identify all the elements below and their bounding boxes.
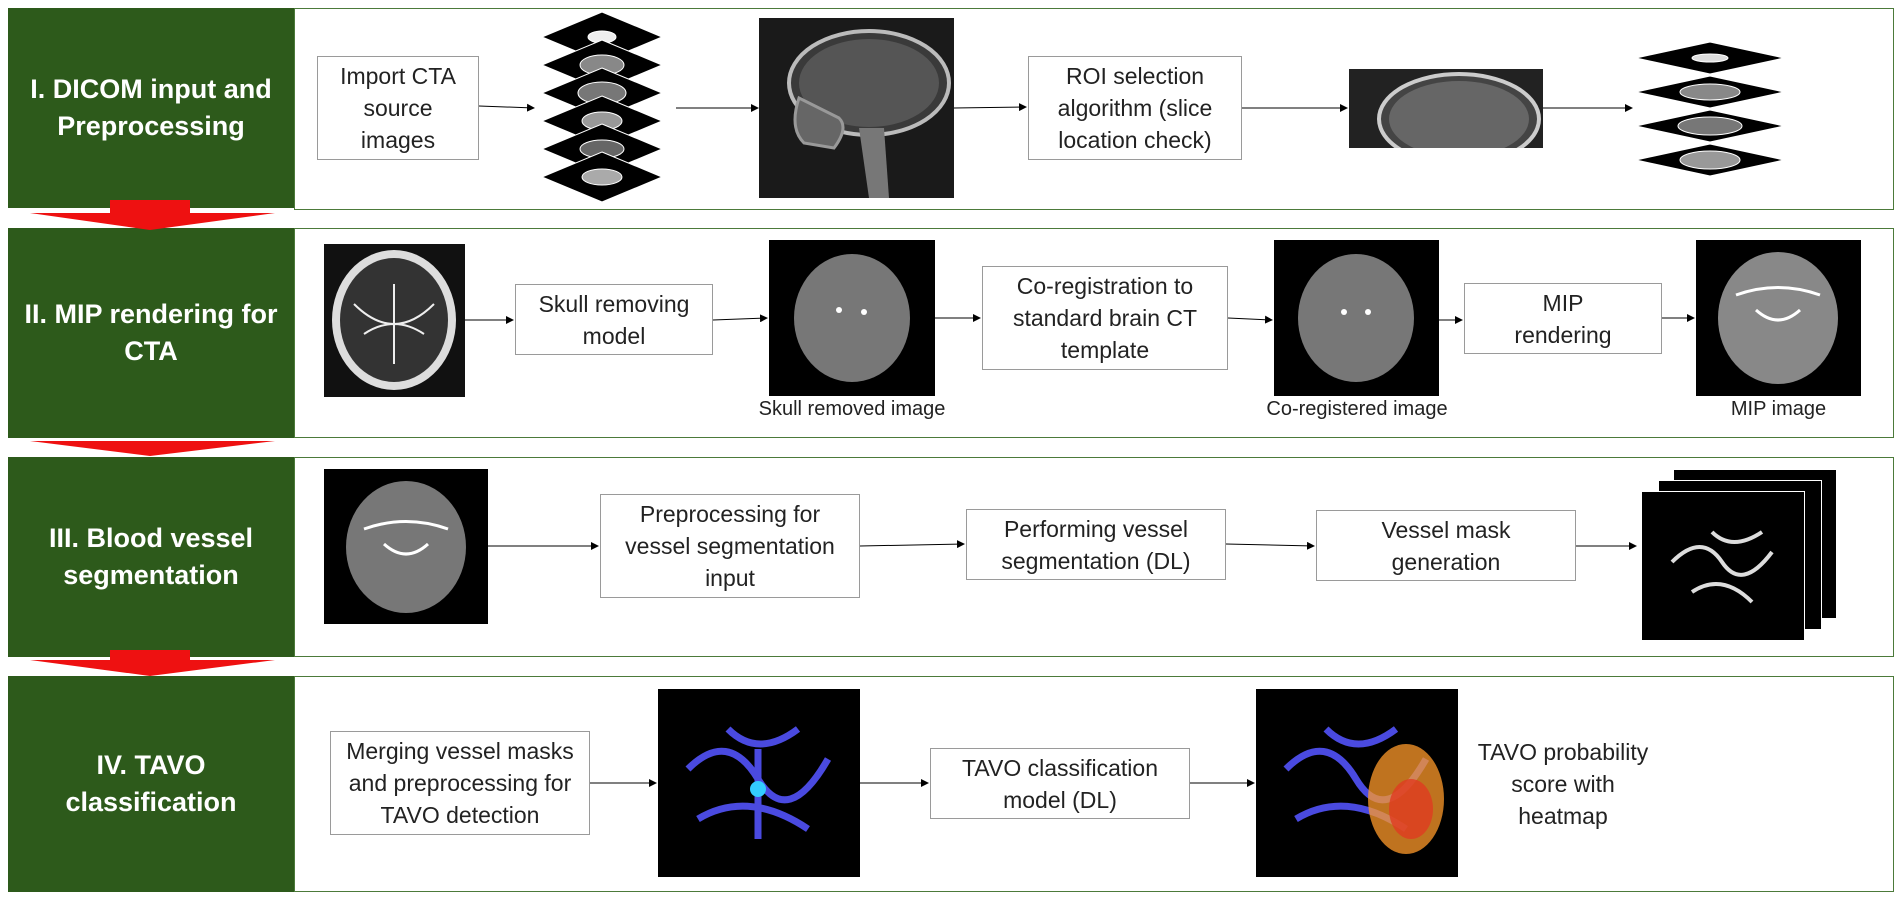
skull-removed-caption: Skull removed image	[758, 398, 946, 420]
sagittal-skull-image	[759, 18, 954, 198]
co-registration-step: Co-registration to standard brain CT tem…	[982, 266, 1228, 370]
tavo-classification-step: TAVO classification model (DL)	[930, 748, 1190, 819]
down-arrow-2	[30, 441, 275, 456]
mip-rendering-step: MIP rendering	[1464, 283, 1662, 354]
merging-masks-step: Merging vessel masks and preprocessing f…	[330, 731, 590, 835]
skull-removing-step: Skull removing model	[515, 284, 713, 355]
tavo-score-text: TAVO probability score with heatmap	[1477, 739, 1649, 829]
stage-1-label: I. DICOM input and Preprocessing	[8, 8, 294, 208]
axial-cta-image	[324, 244, 465, 397]
merged-vessel-image	[658, 689, 860, 877]
stage-3-label: III. Blood vessel segmentation	[8, 457, 294, 657]
tavo-heatmap-image	[1256, 689, 1458, 877]
import-cta-step: Import CTA source images	[317, 56, 479, 160]
stage-2-label: II. MIP rendering for CTA	[8, 228, 294, 438]
vessel-preprocessing-step: Preprocessing for vessel segmentation in…	[600, 494, 860, 598]
down-arrow-1	[30, 213, 275, 230]
vessel-segmentation-step: Performing vessel segmentation (DL)	[966, 509, 1226, 580]
cropped-skull-image	[1349, 69, 1543, 148]
stage-4-label: IV. TAVO classification	[8, 676, 294, 892]
skull-removed-image	[769, 240, 935, 396]
vessel-mask-step: Vessel mask generation	[1316, 510, 1576, 581]
mip-image	[1696, 240, 1861, 396]
vessel-mask-image	[1641, 491, 1805, 641]
down-arrow-3	[30, 660, 275, 676]
roi-selection-step: ROI selection algorithm (slice location …	[1028, 56, 1242, 160]
roi-slice-stack-icon	[1636, 42, 1784, 177]
co-registered-caption: Co-registered image	[1266, 398, 1448, 420]
ct-slice-stack-icon	[542, 12, 662, 203]
mip-caption: MIP image	[1730, 398, 1827, 420]
mip-input-image	[324, 469, 488, 624]
co-registered-image	[1274, 240, 1439, 396]
